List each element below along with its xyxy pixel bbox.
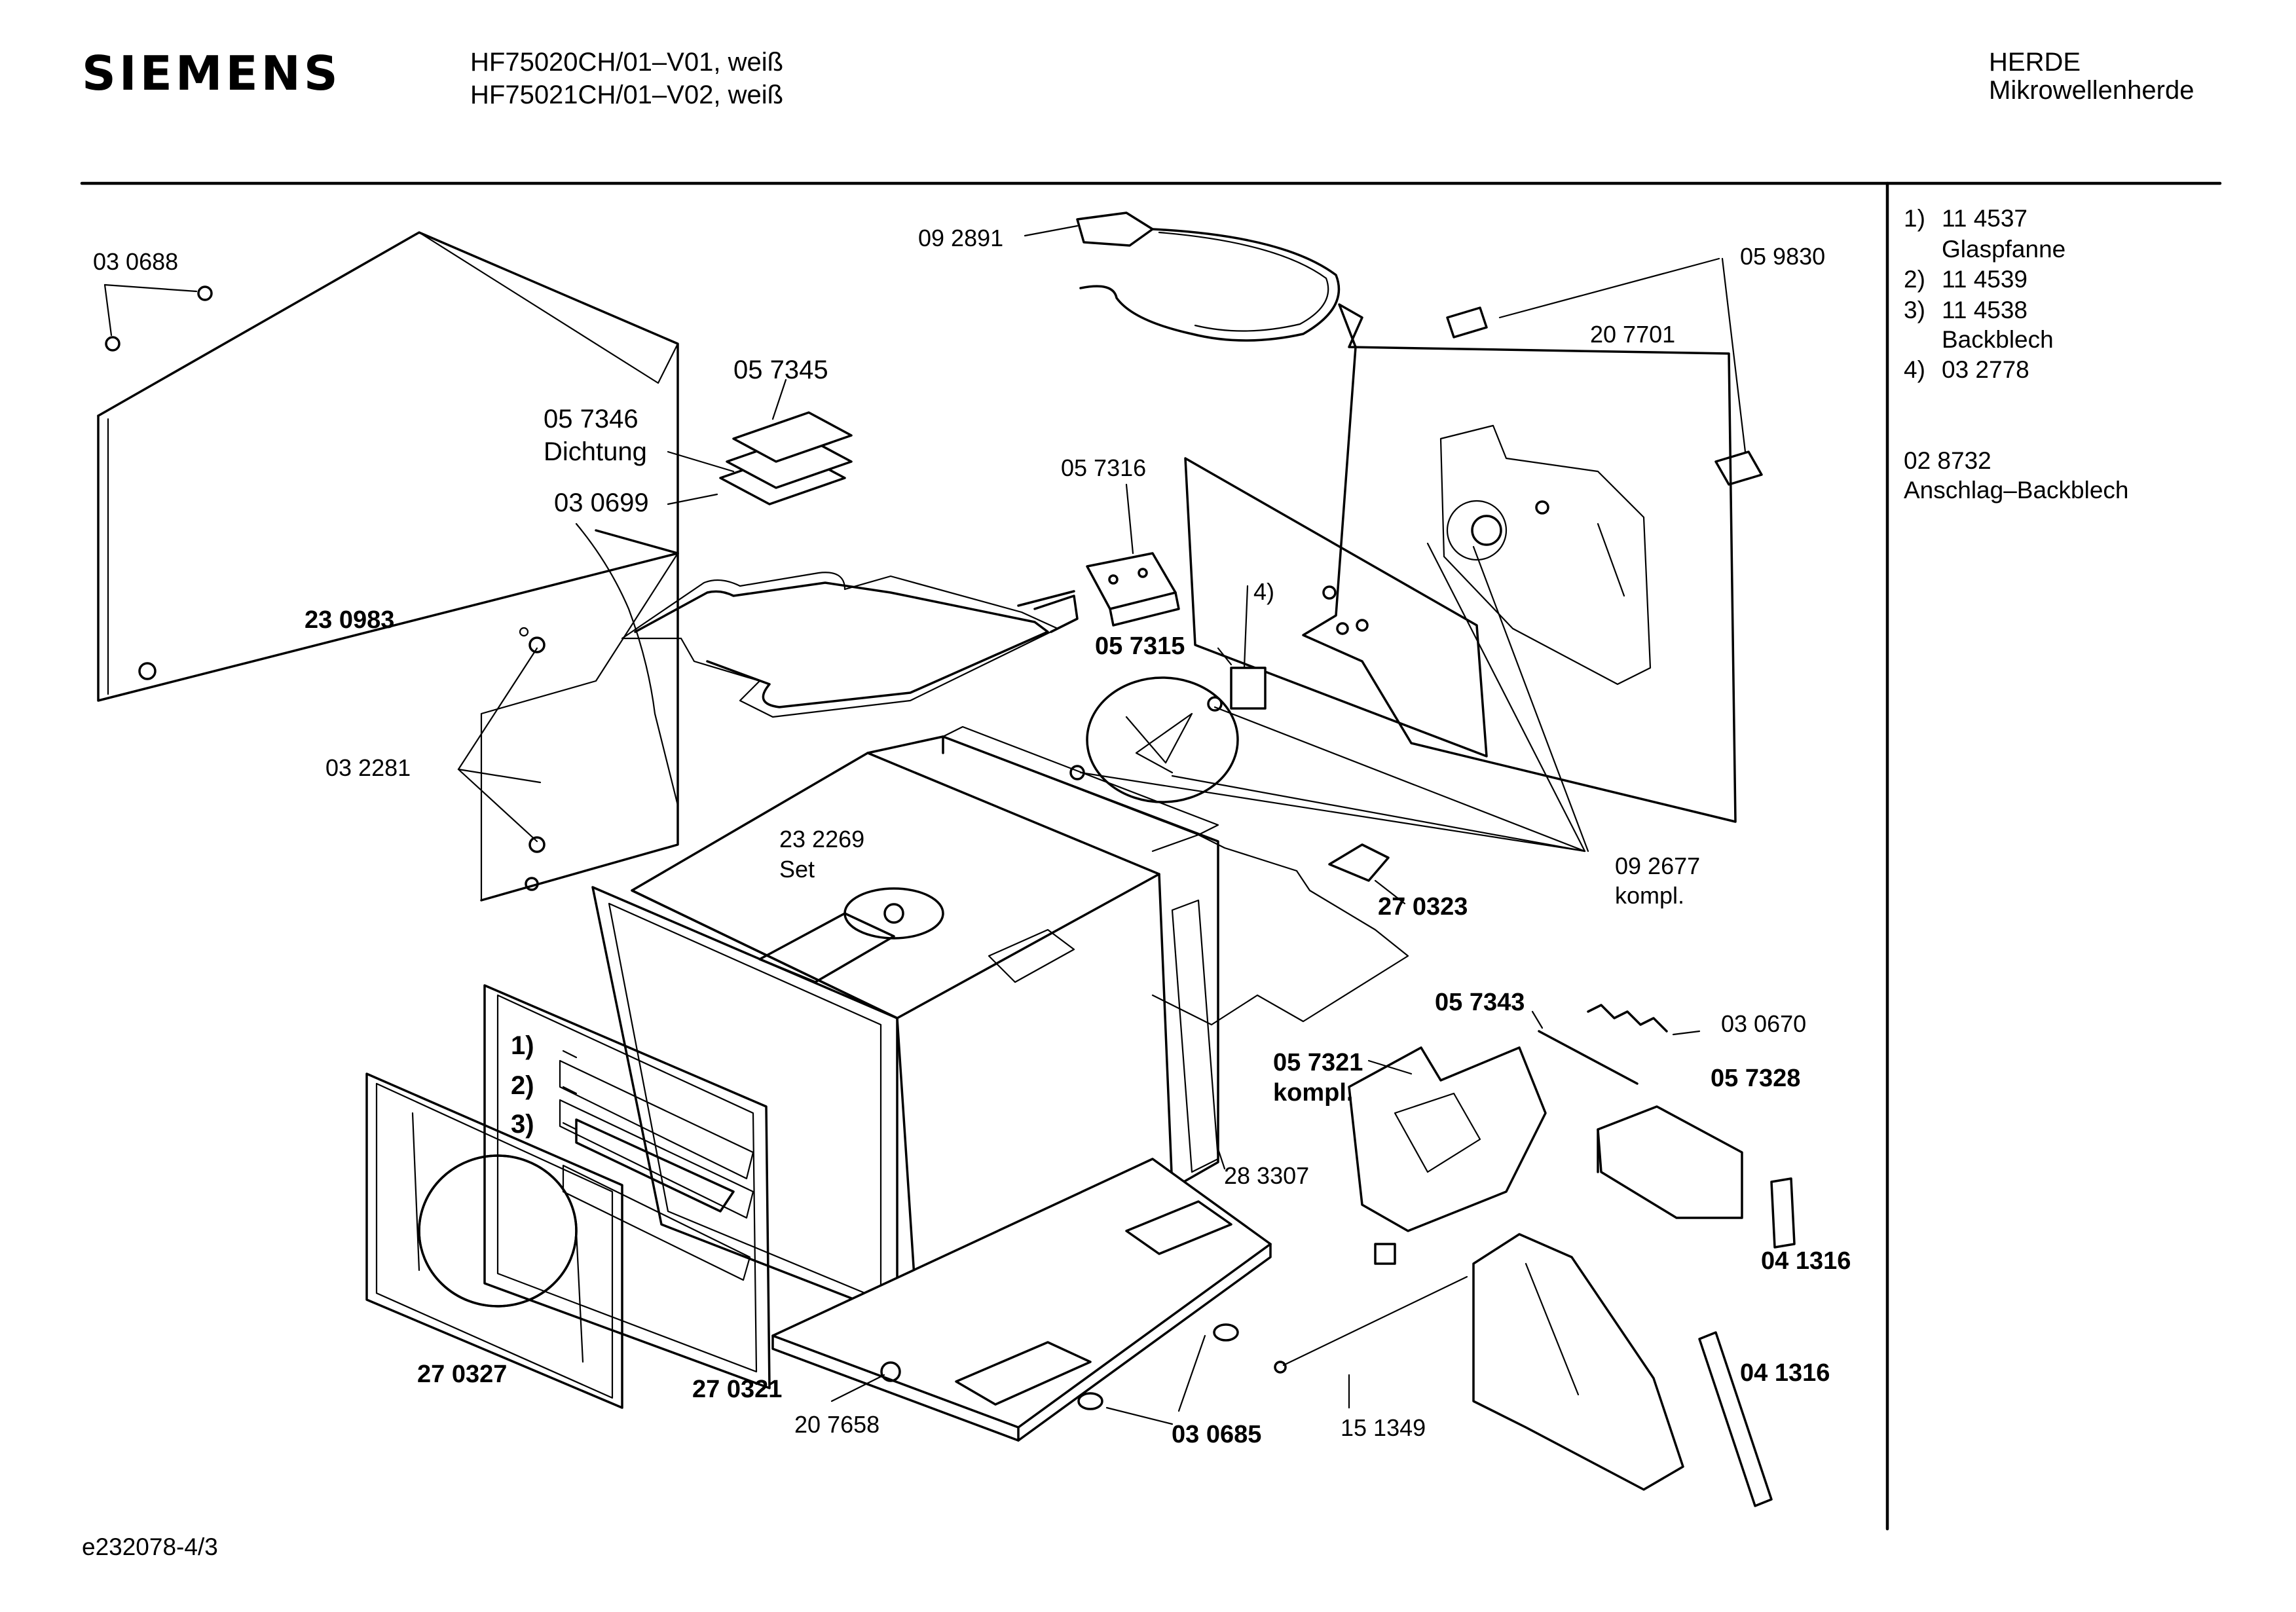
grill-element [621,572,1079,718]
label-232269: 23 2269 [779,826,865,852]
label-marker-3: 3) [511,1110,534,1139]
label-270323: 27 0323 [1378,893,1468,921]
model-line-1: HF75020CH/01–V01, weiß [470,48,784,77]
label-270327: 27 0327 [417,1361,508,1388]
outer-casing [97,231,679,902]
clip-059830 [1446,257,1763,486]
spring-and-rod [1531,1004,1701,1085]
label-030670: 03 0670 [1721,1010,1807,1037]
leaders-092677 [1079,542,1589,852]
label-207701: 20 7701 [1590,321,1676,348]
label-057343: 05 7343 [1435,989,1525,1016]
label-092891: 09 2891 [918,225,1004,251]
doc-id: e232078-4/3 [82,1533,218,1560]
fan-assembly [1069,667,1267,803]
sidebar-item-2-index: 2) [1904,266,1925,293]
feet-030685 [1077,1323,1239,1425]
label-057328: 05 7328 [1711,1065,1801,1092]
label-041316-a: 04 1316 [1761,1247,1851,1275]
label-set: Set [779,856,815,883]
rear-heater [1151,833,1409,1026]
sidebar-item-1-desc: Glaspfanne [1942,236,2066,263]
back-wall-panels [1184,303,1737,823]
label-057315: 05 7315 [1095,632,1185,660]
label-283307: 28 3307 [1224,1162,1310,1189]
label-dichtung: Dichtung [544,437,647,466]
screw-030688 [103,284,213,352]
label-kompl-b: kompl. [1273,1079,1354,1107]
label-marker-4: 4) [1253,578,1275,605]
sidebar-item-3-desc: Backblech [1942,326,2054,353]
bracket-057316 [1086,483,1180,627]
label-270321: 27 0321 [692,1376,783,1403]
subcategory-title: Mikrowellenherde [1989,76,2194,105]
sidebar-item-4-index: 4) [1904,356,1925,383]
glass-seal-stack [667,378,853,505]
sidebar-item-4-part: 03 2778 [1942,356,2029,383]
label-057346: 05 7346 [544,405,639,433]
label-030685: 03 0685 [1172,1421,1262,1448]
brand-logo: SIEMENS [82,46,341,101]
sidebar-extra-part: 02 8732 [1904,447,1991,474]
label-030688: 03 0688 [93,248,179,275]
label-marker-1: 1) [511,1031,534,1060]
label-092677: 09 2677 [1615,852,1701,879]
sidebar-item-3-part: 11 4538 [1942,297,2028,323]
label-057316: 05 7316 [1061,454,1147,481]
sidebar-item-3-index: 3) [1904,297,1925,323]
label-032281: 03 2281 [325,754,411,781]
sidebar-item-2-part: 11 4539 [1942,266,2028,293]
bracket-057328 [1597,1105,1743,1219]
insulation-strips [942,725,1219,1173]
label-151349: 15 1349 [1341,1414,1426,1441]
label-kompl-a: kompl. [1615,882,1685,909]
front-panel [365,1072,623,1409]
label-057321: 05 7321 [1273,1049,1363,1076]
part-041316 [1698,1177,1796,1507]
sidebar-item-1-index: 1) [1904,205,1925,232]
sidebar-item-1-part: 11 4537 [1942,205,2028,232]
control-module [1348,1046,1547,1265]
label-059830: 05 9830 [1740,243,1826,270]
misc-leaders [457,585,1249,1170]
power-cord [1024,211,1341,342]
category-title: HERDE [1989,48,2081,77]
label-030699: 03 0699 [554,488,649,517]
base-tray [771,1158,1272,1442]
label-041316-b: 04 1316 [1740,1359,1830,1387]
label-230983: 23 0983 [305,606,395,634]
model-line-2: HF75021CH/01–V02, weiß [470,81,784,109]
label-057345: 05 7345 [733,356,828,384]
label-207658: 20 7658 [794,1411,880,1438]
heat-shield [1274,1233,1684,1491]
sidebar-extra-desc: Anschlag–Backblech [1904,477,2129,504]
label-marker-2: 2) [511,1071,534,1100]
